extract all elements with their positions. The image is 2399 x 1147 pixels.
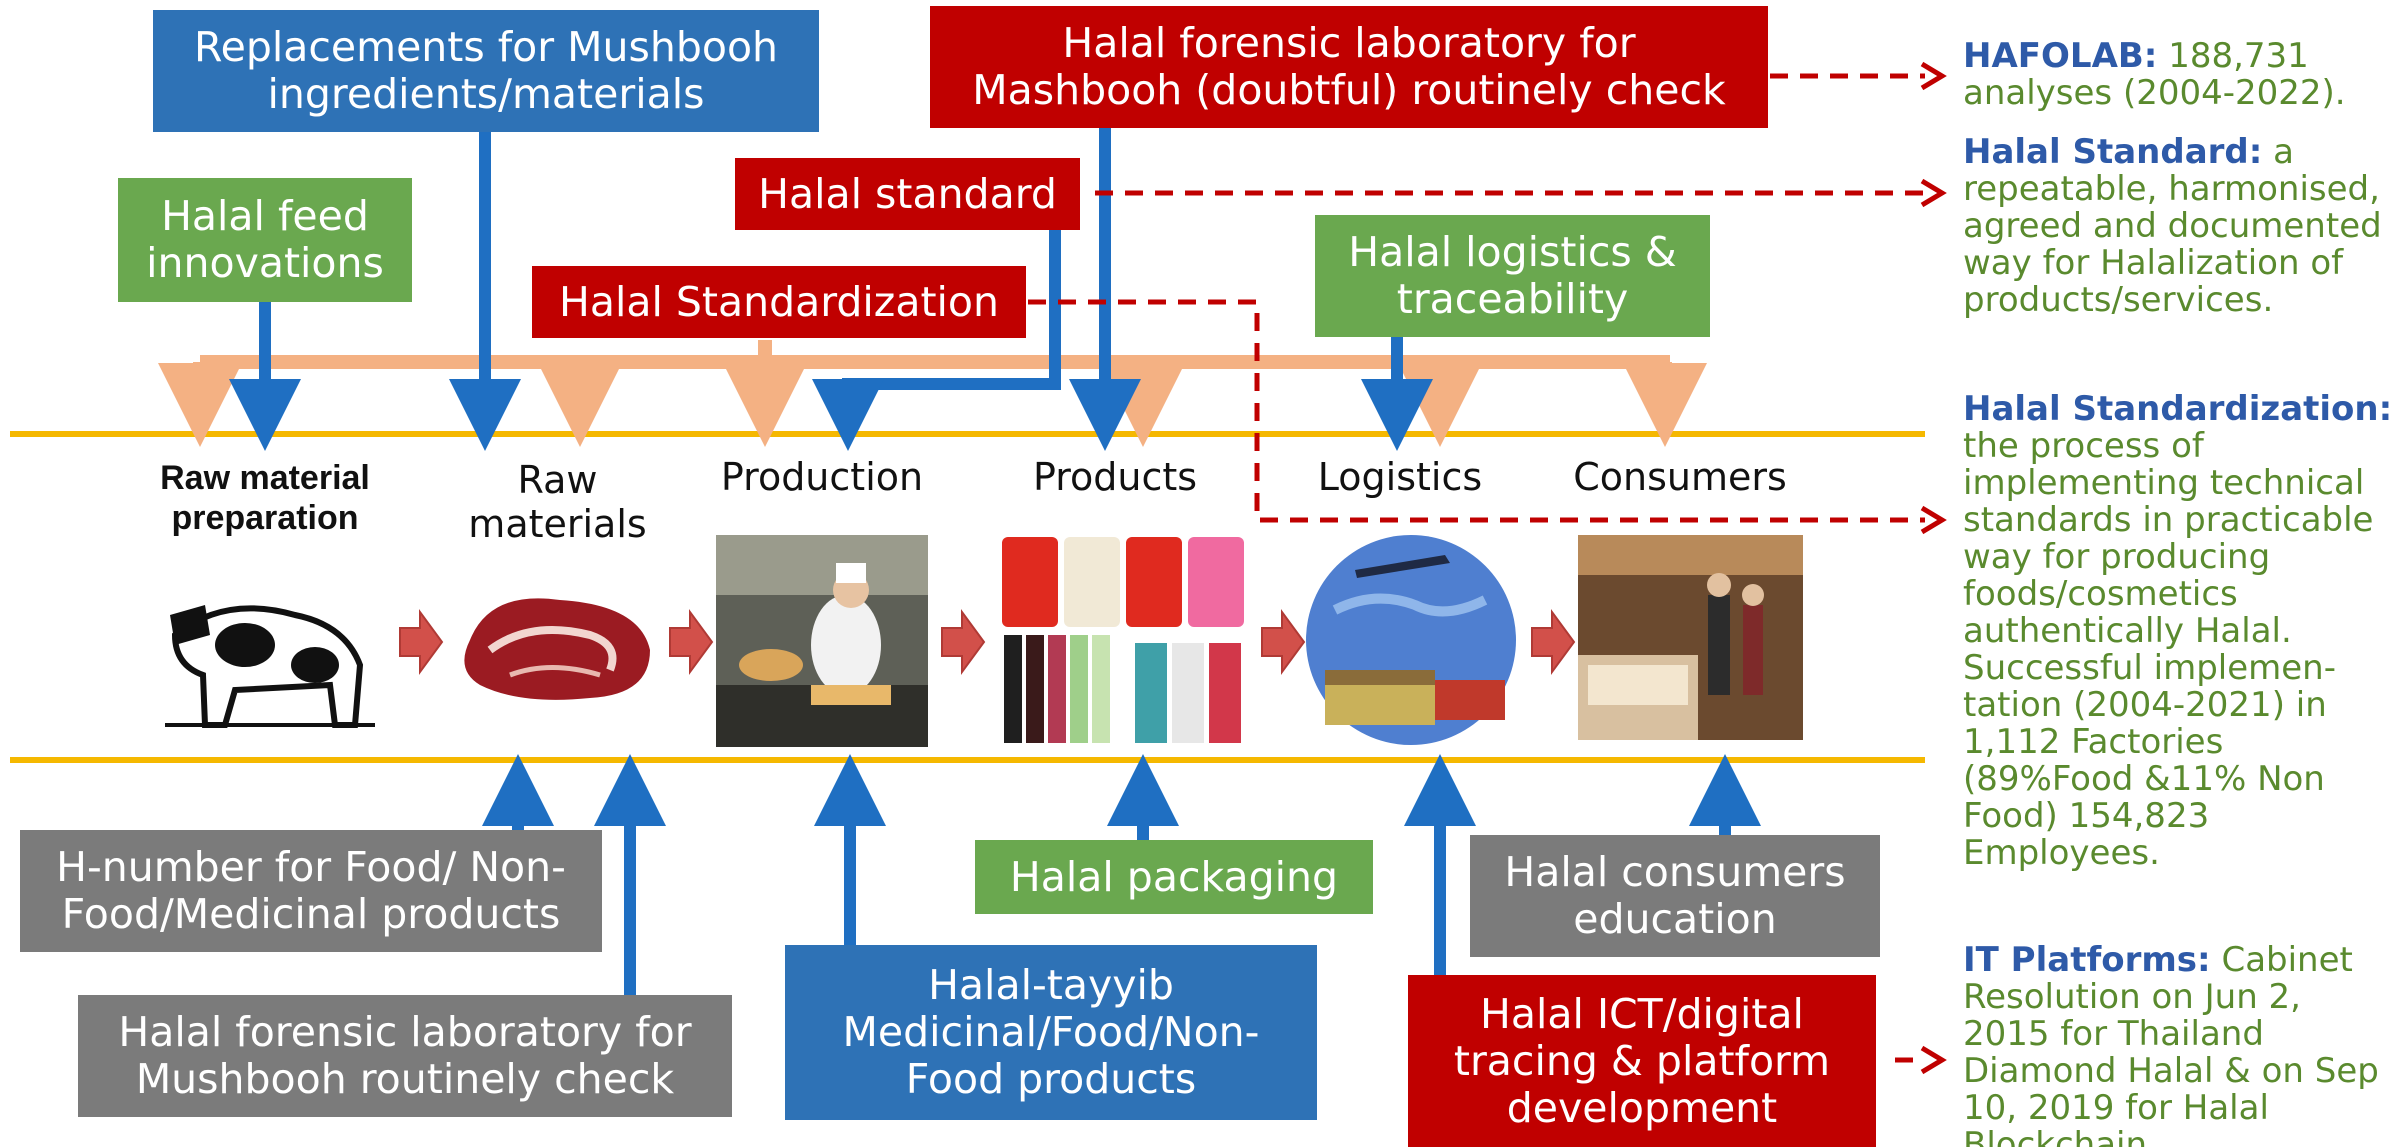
stage-raw-prep: Raw material preparation [160,459,370,537]
tayyib-box: Halal-tayyib Medicinal/Food/Non- Food pr… [785,945,1317,1120]
cow-icon [165,575,375,735]
side-note-heading: Halal Standard: [1963,132,2263,172]
feed-innovations-box: Halal feed innovations [118,178,412,302]
side-note-hafolab: HAFOLAB: 188,731 analyses (2004-2022). [1963,38,2393,112]
side-note-halal-standard: Halal Standard: a repeatable, harmonised… [1963,134,2393,319]
chef-icon [716,535,928,747]
consumer-education-box: Halal consumers education [1470,835,1880,957]
top-blue-arrows [229,128,1433,451]
logistics-traceability-box: Halal logistics & traceability [1315,215,1710,337]
h-number-box: H-number for Food/ Non- Food/Medicinal p… [20,830,602,952]
chevron-5 [1531,608,1576,676]
red-dashed-connectors [1028,73,1925,1063]
red-dashed-arrowheads [1920,61,1947,1075]
halal-standard-box: Halal standard [735,158,1080,230]
forensic-top-box: Halal forensic laboratory for Mashbooh (… [930,6,1768,128]
bottom-blue-arrows [482,754,1761,995]
chevron-2 [669,608,714,676]
stage-chevrons [399,608,1576,676]
globe-transport-icon [1295,530,1527,750]
chevron-4 [1261,608,1306,676]
stage-products: Products [1032,455,1198,499]
halal-standardization-box: Halal Standardization [532,266,1026,338]
packages-icon [1000,535,1250,747]
side-note-halal-standardization: Halal Standardization: the process of im… [1963,391,2393,872]
packaging-box: Halal packaging [975,840,1373,914]
side-note-text: the process of implementing technical st… [1963,426,2374,873]
stage-production: Production [720,455,924,499]
side-note-text: Cabinet Resolution on Jun 2, 2015 for Th… [1963,942,2379,1147]
stage-logistics: Logistics [1317,455,1483,499]
side-note-it-platforms: IT Platforms: Cabinet Resolution on Jun … [1963,942,2393,1147]
stage-consumers: Consumers [1573,455,1787,499]
meat-icon [450,580,660,710]
supermarket-icon [1578,535,1803,740]
chevron-3 [941,608,986,676]
forensic-bottom-box: Halal forensic laboratory for Mushbooh r… [78,995,732,1117]
side-note-text: a repeatable, harmonised, agreed and doc… [1963,132,2382,320]
side-note-heading: IT Platforms: [1963,942,2211,980]
side-note-heading: Halal Standardization: [1963,389,2393,429]
replacements-box: Replacements for Mushbooh ingredients/ma… [153,10,819,132]
orange-distribution-bar [158,340,1707,447]
side-note-text: 188,731 analyses (2004-2022). [1963,36,2346,113]
stage-raw-materials: Raw materials [468,458,647,546]
ict-box: Halal ICT/digital tracing & platform dev… [1408,975,1876,1147]
chevron-1 [399,608,444,676]
side-note-heading: HAFOLAB: [1963,36,2158,76]
